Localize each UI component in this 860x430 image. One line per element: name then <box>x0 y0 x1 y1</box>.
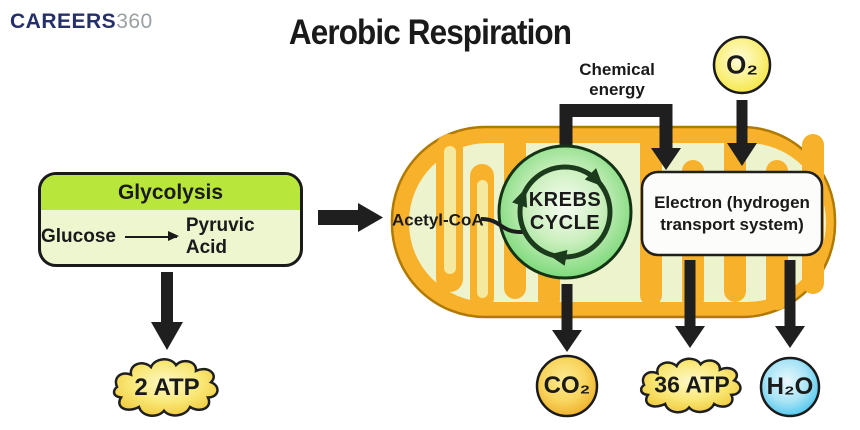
electron-transport-label: Electron (hydrogen transport system) <box>642 172 822 255</box>
reaction-arrow-icon <box>124 231 179 241</box>
co2-badge <box>535 354 599 418</box>
electron-transport-line2: transport system) <box>660 214 804 234</box>
atp-output-arrow <box>675 260 705 348</box>
glycolysis-to-mitochondrion-arrow <box>318 203 383 232</box>
glycolysis-to-atp-arrow <box>151 272 183 350</box>
electron-transport-box <box>640 170 824 257</box>
glucose-label: Glucose <box>41 226 116 247</box>
water-label: H₂O <box>766 372 814 400</box>
acetyl-coa-label: Acetyl-CoA <box>392 210 484 230</box>
atp36-blob <box>641 359 740 412</box>
water-badge <box>759 356 821 418</box>
glycolysis-box: Glycolysis Glucose Pyruvic Acid <box>38 172 303 267</box>
water-output-arrow <box>775 260 805 348</box>
krebs-line2: CYCLE <box>529 212 601 234</box>
o2-label: O₂ <box>726 49 758 80</box>
o2-input-arrow <box>727 100 757 166</box>
chemical-energy-line2: energy <box>589 80 645 99</box>
krebs-line1: KREBS <box>528 189 602 211</box>
o2-badge <box>712 35 772 95</box>
cycle-arrowhead <box>512 188 528 208</box>
atp36-label: 36 ATP <box>654 371 730 398</box>
acetyl-coa-connector <box>480 217 524 235</box>
logo-brand-text: CAREERS <box>10 10 117 33</box>
pyruvic-acid-label: Pyruvic Acid <box>185 215 255 258</box>
glycolysis-title: Glycolysis <box>41 175 300 210</box>
atp2-label: 2 ATP <box>134 373 200 401</box>
glycolysis-reaction: Glucose Pyruvic Acid <box>41 210 300 264</box>
chemical-energy-line1: Chemical <box>579 60 655 79</box>
electron-transport-line1: Electron (hydrogen <box>654 192 810 212</box>
logo-suffix-text: 360 <box>116 10 153 33</box>
crista-core <box>444 146 456 274</box>
careers360-logo[interactable]: CAREERS360 <box>10 10 153 34</box>
cycle-arrowhead <box>548 249 568 266</box>
co2-output-arrow <box>552 284 582 352</box>
co2-label: CO₂ <box>543 371 591 399</box>
atp2-blob <box>114 359 217 415</box>
krebs-cycle-label: KREBS CYCLE <box>529 189 602 235</box>
page-title: Aerobic Respiration <box>288 12 572 52</box>
chemical-energy-bracket-arrow <box>559 104 681 170</box>
chemical-energy-label: Chemical energy <box>579 60 655 100</box>
crista-core <box>477 180 488 298</box>
cycle-arrowhead <box>584 168 604 187</box>
